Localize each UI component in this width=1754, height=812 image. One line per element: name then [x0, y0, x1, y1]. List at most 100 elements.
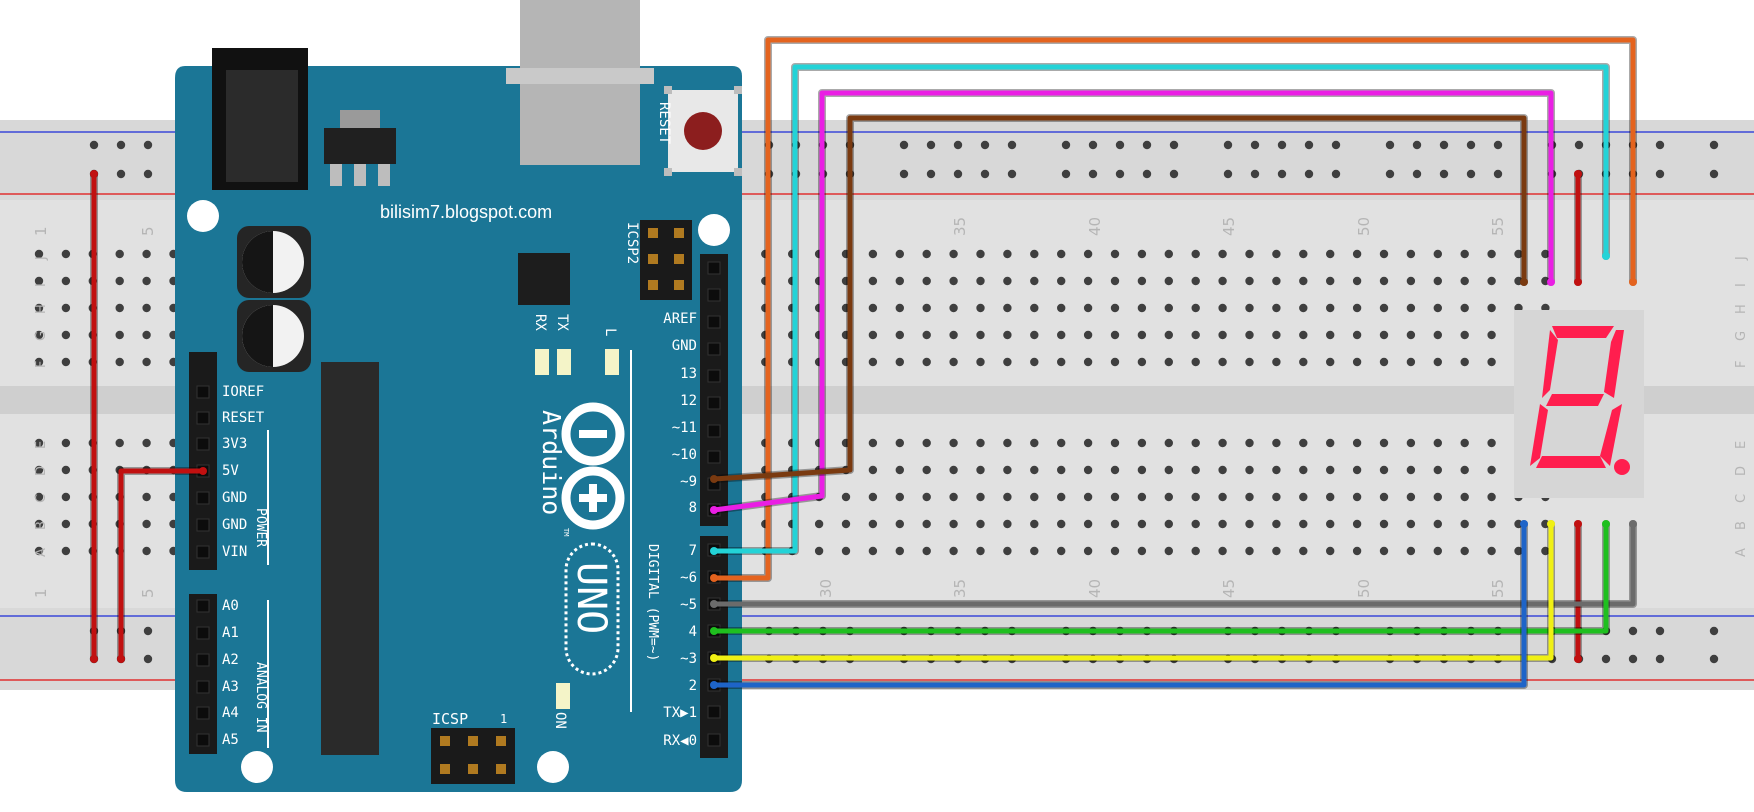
breadboard-hole [922, 249, 931, 259]
power-pin-label: GND [222, 490, 248, 506]
breadboard-hole [142, 330, 151, 340]
breadboard-hole [949, 330, 958, 340]
rail-hole [1061, 140, 1071, 150]
breadboard-hole [1057, 357, 1066, 367]
wire-cyan-end [1602, 252, 1610, 260]
rail-hole [1655, 169, 1665, 179]
breadboard-hole [1299, 465, 1308, 475]
breadboard-hole [1191, 546, 1200, 556]
breadboard-hole [1110, 249, 1120, 259]
rail-hole [1115, 169, 1125, 179]
breadboard-hole [1272, 303, 1281, 313]
breadboard-hole [1057, 492, 1066, 502]
rail-hole [1628, 654, 1638, 664]
breadboard-hole [34, 249, 44, 259]
rail-hole [1277, 140, 1287, 150]
breadboard-hole [1137, 465, 1147, 475]
breadboard-column-number: 45 [1220, 578, 1238, 598]
breadboard-hole [949, 357, 958, 367]
breadboard-hole [1164, 357, 1174, 367]
breadboard-hole [142, 492, 151, 502]
breadboard-hole [1379, 276, 1389, 286]
breadboard-hole [1057, 303, 1066, 313]
digital-pin-label: 12 [680, 393, 697, 409]
breadboard-hole [115, 357, 124, 367]
breadboard-hole [976, 519, 985, 529]
breadboard-hole [1003, 357, 1012, 367]
breadboard-hole [1379, 357, 1389, 367]
breadboard-hole [1541, 519, 1550, 529]
breadboard-hole [1272, 330, 1281, 340]
analog-pin-label: A0 [222, 598, 239, 614]
arduino-brand: Arduino [537, 410, 566, 516]
power-pin-label: RESET [222, 410, 265, 426]
breadboard-hole [1030, 330, 1039, 340]
wire-magenta-end [710, 506, 718, 514]
breadboard-hole [1137, 330, 1147, 340]
breadboard-hole [1433, 492, 1443, 502]
breadboard-hole [1379, 438, 1389, 448]
breadboard-hole [1326, 492, 1335, 502]
breadboard-hole [1245, 438, 1254, 448]
reset-button [664, 86, 742, 176]
breadboard-hole [976, 330, 985, 340]
breadboard-hole [61, 546, 71, 556]
icsp-header [431, 728, 515, 784]
breadboard-hole [1030, 465, 1039, 475]
display-segment [1546, 394, 1604, 406]
rail-hole [1304, 169, 1314, 179]
breadboard-hole [1460, 438, 1469, 448]
power-pin-label: VIN [222, 544, 248, 560]
breadboard-hole [1352, 249, 1362, 259]
rail-hole [1061, 169, 1071, 179]
breadboard-row-letter: B [1734, 521, 1749, 530]
header-pin [196, 545, 210, 559]
digital-pin-label: ~9 [680, 474, 697, 490]
breadboard-hole [1272, 465, 1281, 475]
breadboard-hole [922, 519, 931, 529]
rail-hole [1223, 169, 1233, 179]
breadboard-hole [1110, 465, 1120, 475]
wire-magenta-end [1547, 278, 1555, 286]
header-pin [196, 706, 210, 720]
breadboard-row-letter: H [34, 304, 49, 314]
breadboard-hole [1352, 276, 1362, 286]
power-group-label: POWER [253, 508, 268, 548]
breadboard-hole [1245, 357, 1254, 367]
breadboard-hole [1003, 465, 1012, 475]
breadboard-hole [1191, 330, 1200, 340]
breadboard-hole [1030, 492, 1039, 502]
rail-hole [1250, 140, 1260, 150]
display-segments [1530, 326, 1624, 468]
breadboard-hole [61, 465, 71, 475]
wire-gray [711, 521, 1636, 607]
breadboard-hole [1379, 303, 1389, 313]
mounting-hole [187, 200, 219, 232]
breadboard-hole [142, 249, 151, 259]
breadboard-hole [1030, 303, 1039, 313]
analog-pin-label: A5 [222, 732, 239, 748]
breadboard-hole [976, 465, 985, 475]
breadboard-hole [1191, 276, 1200, 286]
breadboard-hole [1326, 519, 1335, 529]
breadboard-hole [1326, 249, 1335, 259]
rail-hole [1142, 140, 1152, 150]
breadboard-hole [34, 357, 44, 367]
breadboard-hole [1487, 546, 1496, 556]
breadboard-hole [1352, 303, 1362, 313]
digital-pin-label: ~11 [671, 420, 697, 436]
breadboard-column-number: 1 [32, 226, 50, 236]
breadboard-row-letter: I [1734, 283, 1749, 287]
breadboard-hole [1433, 249, 1443, 259]
digital-pin-label: GND [671, 338, 697, 354]
breadboard-hole [34, 546, 44, 556]
breadboard-hole [61, 519, 71, 529]
breadboard-hole [868, 303, 878, 313]
breadboard-hole [1326, 465, 1335, 475]
breadboard-hole [1030, 276, 1039, 286]
rail-hole [1709, 140, 1719, 150]
breadboard-hole [1460, 249, 1469, 259]
rail-hole [1169, 169, 1179, 179]
breadboard-hole [1245, 519, 1254, 529]
breadboard-hole [34, 438, 44, 448]
